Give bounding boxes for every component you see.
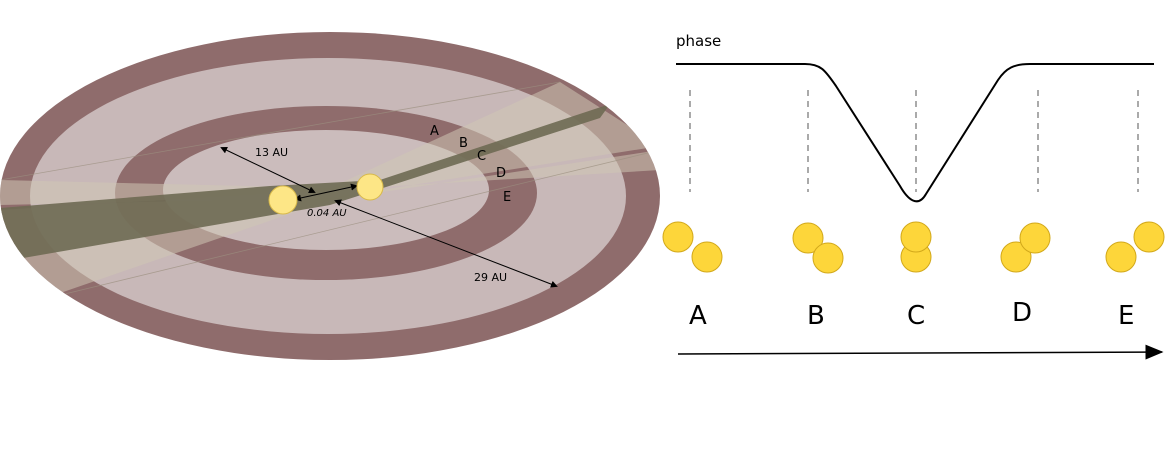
label-004au: 0.04 AU [307,208,347,219]
shadow-light-wedge [0,82,660,300]
protoplanetary-disk: 13 AU 0.04 AU 29 AU A B C D E [0,32,660,360]
star-e-2 [1133,221,1165,253]
star-b-1 [792,222,824,254]
label-13au: 13 AU [255,146,288,159]
fan-line-top [0,81,561,181]
phase-axis-label: phase [676,32,721,50]
star-d-2 [1019,222,1051,254]
binary-star-primary [268,185,298,215]
arrow-004au [294,183,358,202]
disk-phase-label-e: E [503,190,511,205]
phase-label-c: C [907,301,925,331]
label-29au: 29 AU [474,271,507,284]
phase-curve [676,63,1154,203]
phase-panel: phase A B C D E [662,32,1165,360]
arrow-29au [334,199,558,288]
disk-phase-label-c: C [477,149,486,164]
time-arrow [677,344,1164,360]
star-d-1 [1000,241,1032,273]
star-c-1 [900,221,932,253]
disk-phase-label-b: B [459,136,468,151]
phase-label-b: B [807,301,825,331]
star-a-1 [662,221,694,253]
phase-label-e: E [1118,301,1134,331]
shadow-dark-band [0,104,610,262]
binary-star-secondary [356,173,384,201]
phase-label-d: D [1012,298,1032,328]
phase-label-a: A [689,301,707,331]
phase-star-pairs [662,221,1165,274]
disk-phase-label-d: D [496,166,506,181]
star-b-2 [812,242,844,274]
star-a-2 [691,241,723,273]
star-e-1 [1105,241,1137,273]
disk-phase-label-a: A [430,124,439,139]
phase-dashed-lines [689,90,1139,192]
